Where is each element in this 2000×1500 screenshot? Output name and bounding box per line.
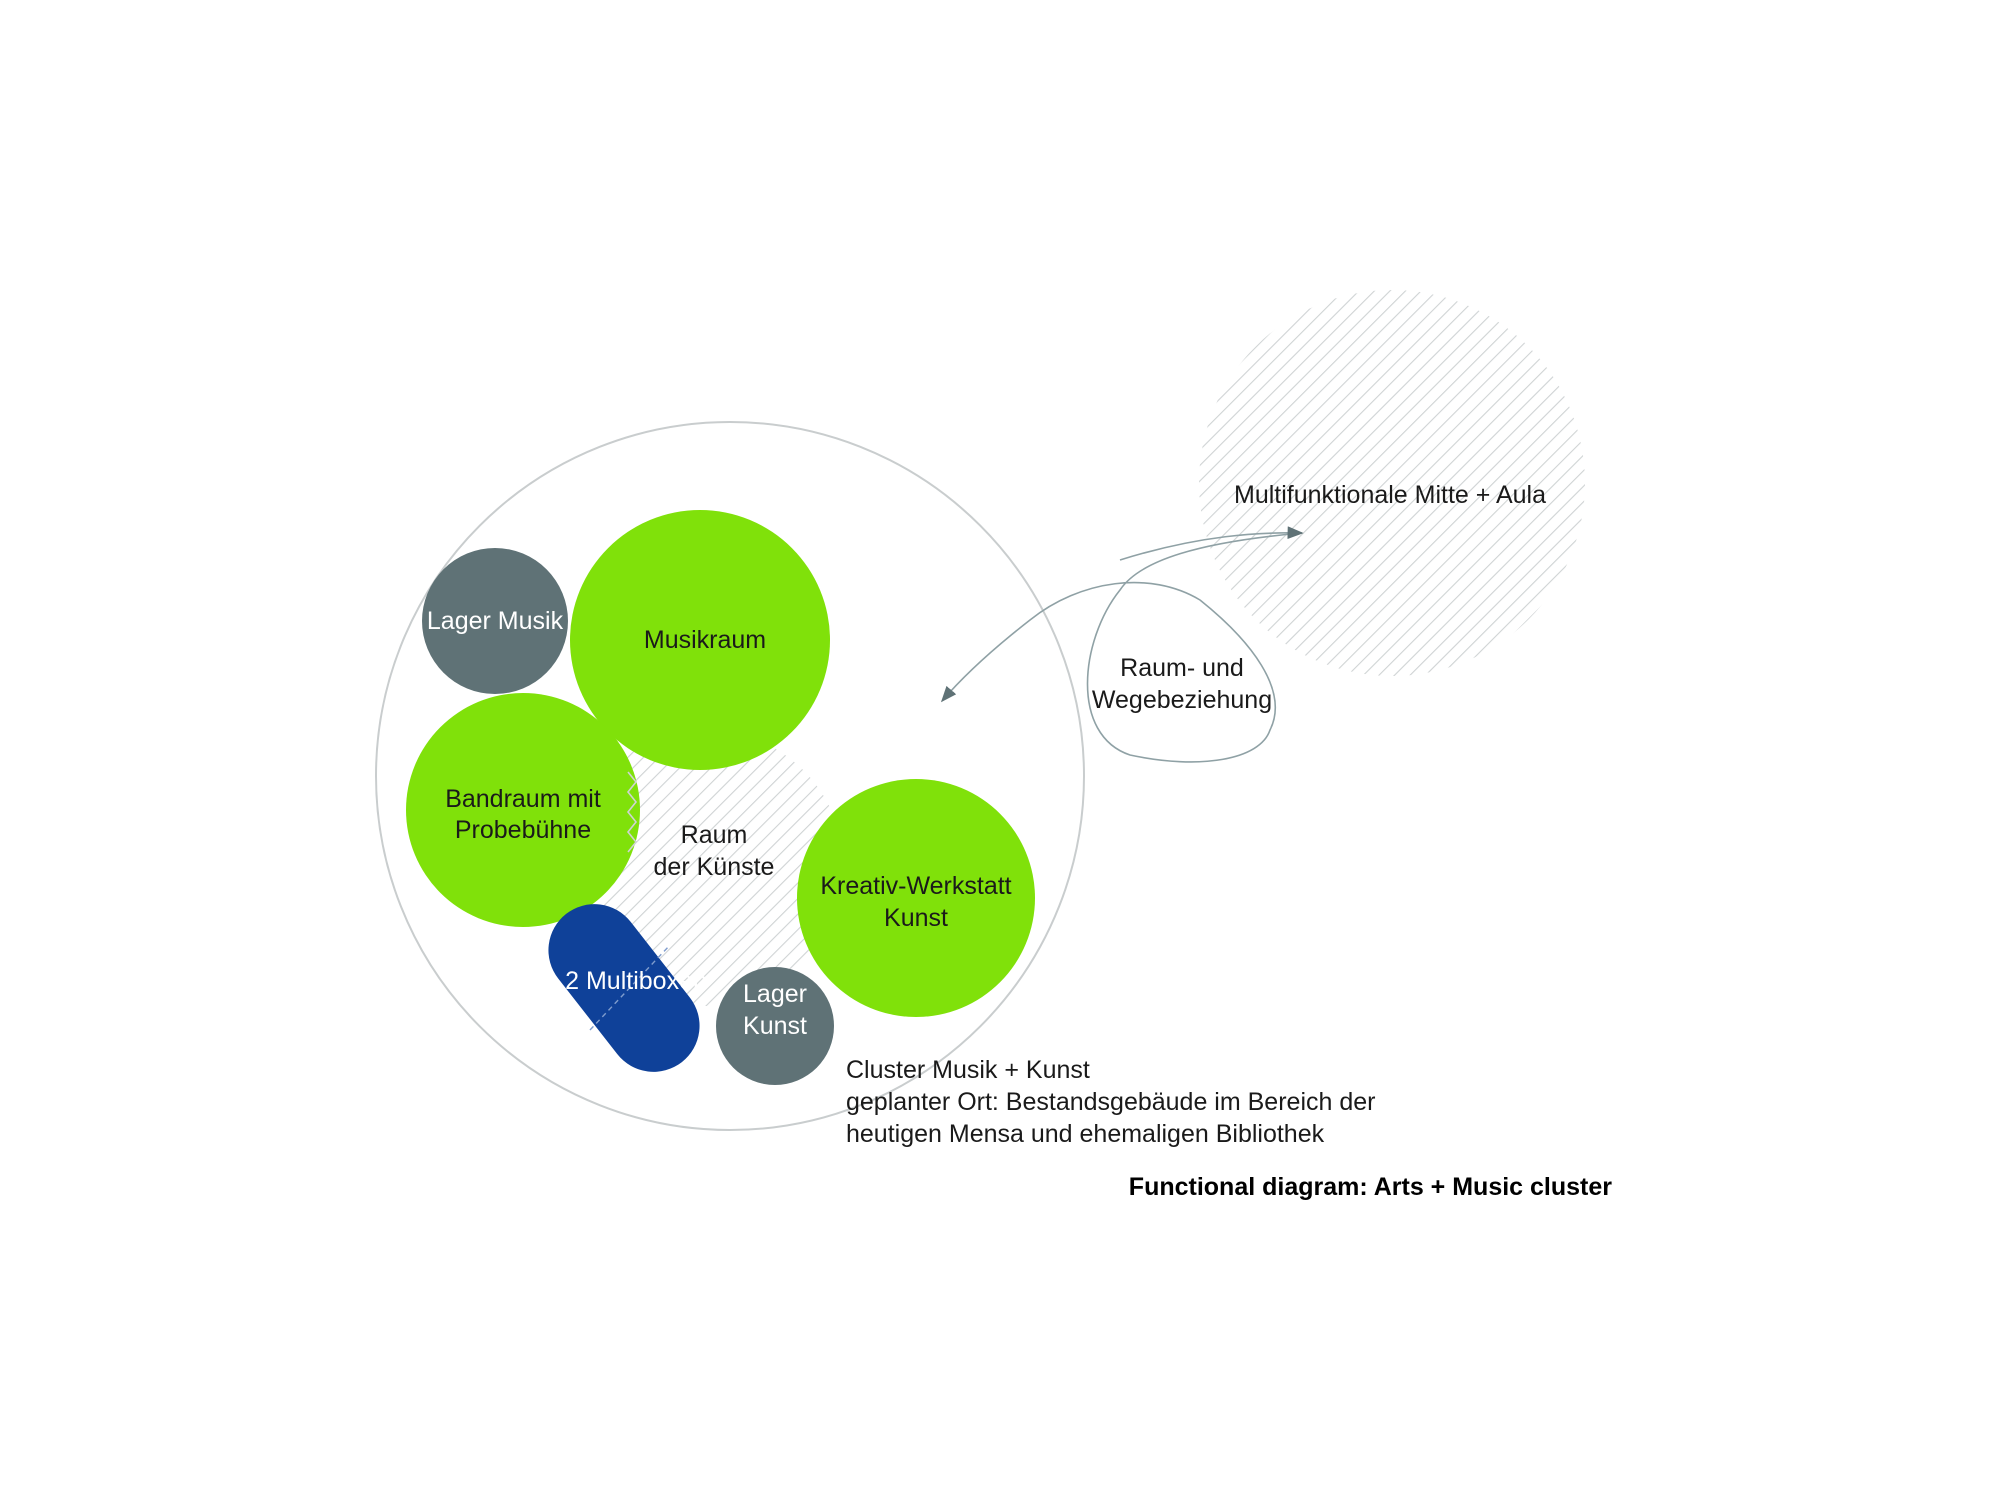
bandraum-label-line1: Bandraum mit [445,785,601,813]
lager-musik-label: Lager Musik [427,607,564,635]
raum-kuenste-label-line2: der Künste [654,853,775,881]
raum-kuenste-label-line1: Raum [681,821,748,849]
multiboxen-divider [589,944,671,1031]
relation-label-line1: Raum- und [1120,654,1244,682]
bandraum-zigzag-edge [626,771,638,853]
caption-line3: heutigen Mensa und ehemaligen Bibliothek [846,1120,1325,1148]
lager-kunst-label-line2: Kunst [743,1012,807,1040]
aula-label: Multifunktionale Mitte + Aula [1234,481,1546,509]
cluster-boundary [375,421,1085,1131]
multiboxen-label: 2 Multiboxen [565,967,707,995]
lager-musik-circle[interactable] [422,548,568,694]
kreativ-werkstatt-circle[interactable] [797,779,1035,1017]
musikraum-label: Musikraum [644,626,766,654]
relation-arrow-end [1119,526,1304,561]
bandraum-label-line2: Probebühne [455,816,591,844]
bandraum-circle[interactable] [406,693,640,927]
multiboxen-capsule[interactable] [530,886,718,1091]
lager-kunst-circle[interactable] [716,967,834,1085]
musikraum-circle[interactable] [570,510,830,770]
kreativ-label-line1: Kreativ-Werkstatt [820,872,1011,900]
kreativ-label-line2: Kunst [884,904,948,932]
lager-kunst-label-line1: Lager [743,980,807,1008]
footer-title: Functional diagram: Arts + Music cluster [1129,1173,1612,1201]
caption-line1: Cluster Musik + Kunst [846,1056,1090,1084]
caption-line2: geplanter Ort: Bestandsgebäude im Bereic… [846,1088,1375,1116]
aula-circle [1199,290,1585,676]
relation-label-line2: Wegebeziehung [1092,686,1272,714]
relation-connector [940,532,1303,763]
